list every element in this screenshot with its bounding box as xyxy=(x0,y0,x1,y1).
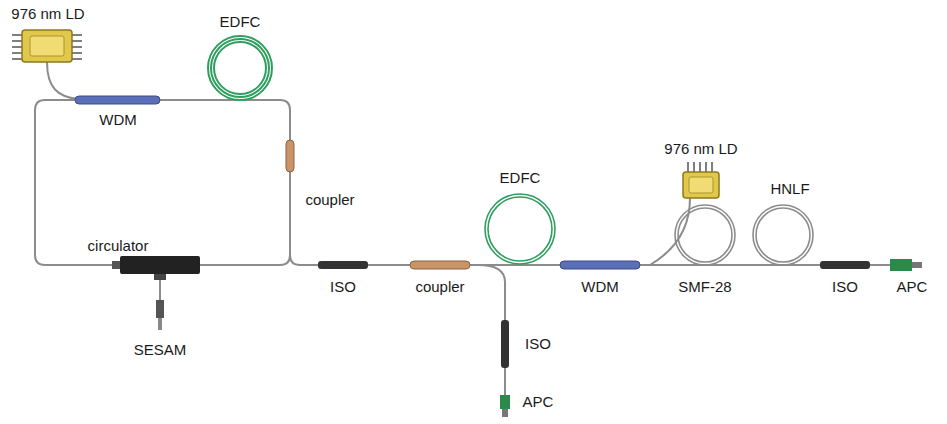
sesam xyxy=(156,300,164,330)
component-label: SESAM xyxy=(132,341,189,358)
circulator xyxy=(112,256,200,280)
component-label: APC xyxy=(895,278,930,295)
fiber xyxy=(200,172,290,265)
component-label: 976 nm LD xyxy=(9,5,86,22)
edfc-coil xyxy=(208,36,272,100)
fiber xyxy=(290,255,318,265)
fibers xyxy=(35,62,890,395)
edfc-coil xyxy=(485,194,555,264)
component-label: coupler xyxy=(413,278,466,295)
laser-diode xyxy=(683,162,719,198)
component-label: EDFC xyxy=(218,13,263,30)
fiber xyxy=(47,62,78,99)
isolator xyxy=(318,261,368,269)
apc-connector xyxy=(500,395,510,417)
fiber xyxy=(368,264,410,266)
hnlf-coil xyxy=(753,205,813,265)
fiber xyxy=(504,368,506,395)
component-label: SMF-28 xyxy=(676,278,733,295)
component-label: ISO xyxy=(328,278,358,295)
component-label: ISO xyxy=(830,278,860,295)
fiber xyxy=(160,100,290,140)
fiber xyxy=(870,264,890,266)
coupler xyxy=(410,261,470,269)
coupler xyxy=(286,140,294,172)
component-label: HNLF xyxy=(768,180,811,197)
wdm xyxy=(560,261,640,269)
smf-coil xyxy=(675,205,735,265)
laser-diode xyxy=(12,30,82,62)
component-label: 976 nm LD xyxy=(662,140,739,157)
fiber xyxy=(478,265,505,320)
apc-connector xyxy=(890,259,922,271)
component-label: WDM xyxy=(579,278,621,295)
fiber xyxy=(640,264,820,266)
isolator xyxy=(501,320,509,368)
component-label: coupler xyxy=(303,191,356,208)
component-label: ISO xyxy=(523,335,553,352)
isolator xyxy=(820,261,870,269)
component-label: APC xyxy=(521,393,556,410)
component-label: WDM xyxy=(97,111,139,128)
wdm xyxy=(75,96,160,104)
component-label: EDFC xyxy=(498,169,543,186)
fiber xyxy=(650,198,690,265)
component-label: circulator xyxy=(86,237,151,254)
